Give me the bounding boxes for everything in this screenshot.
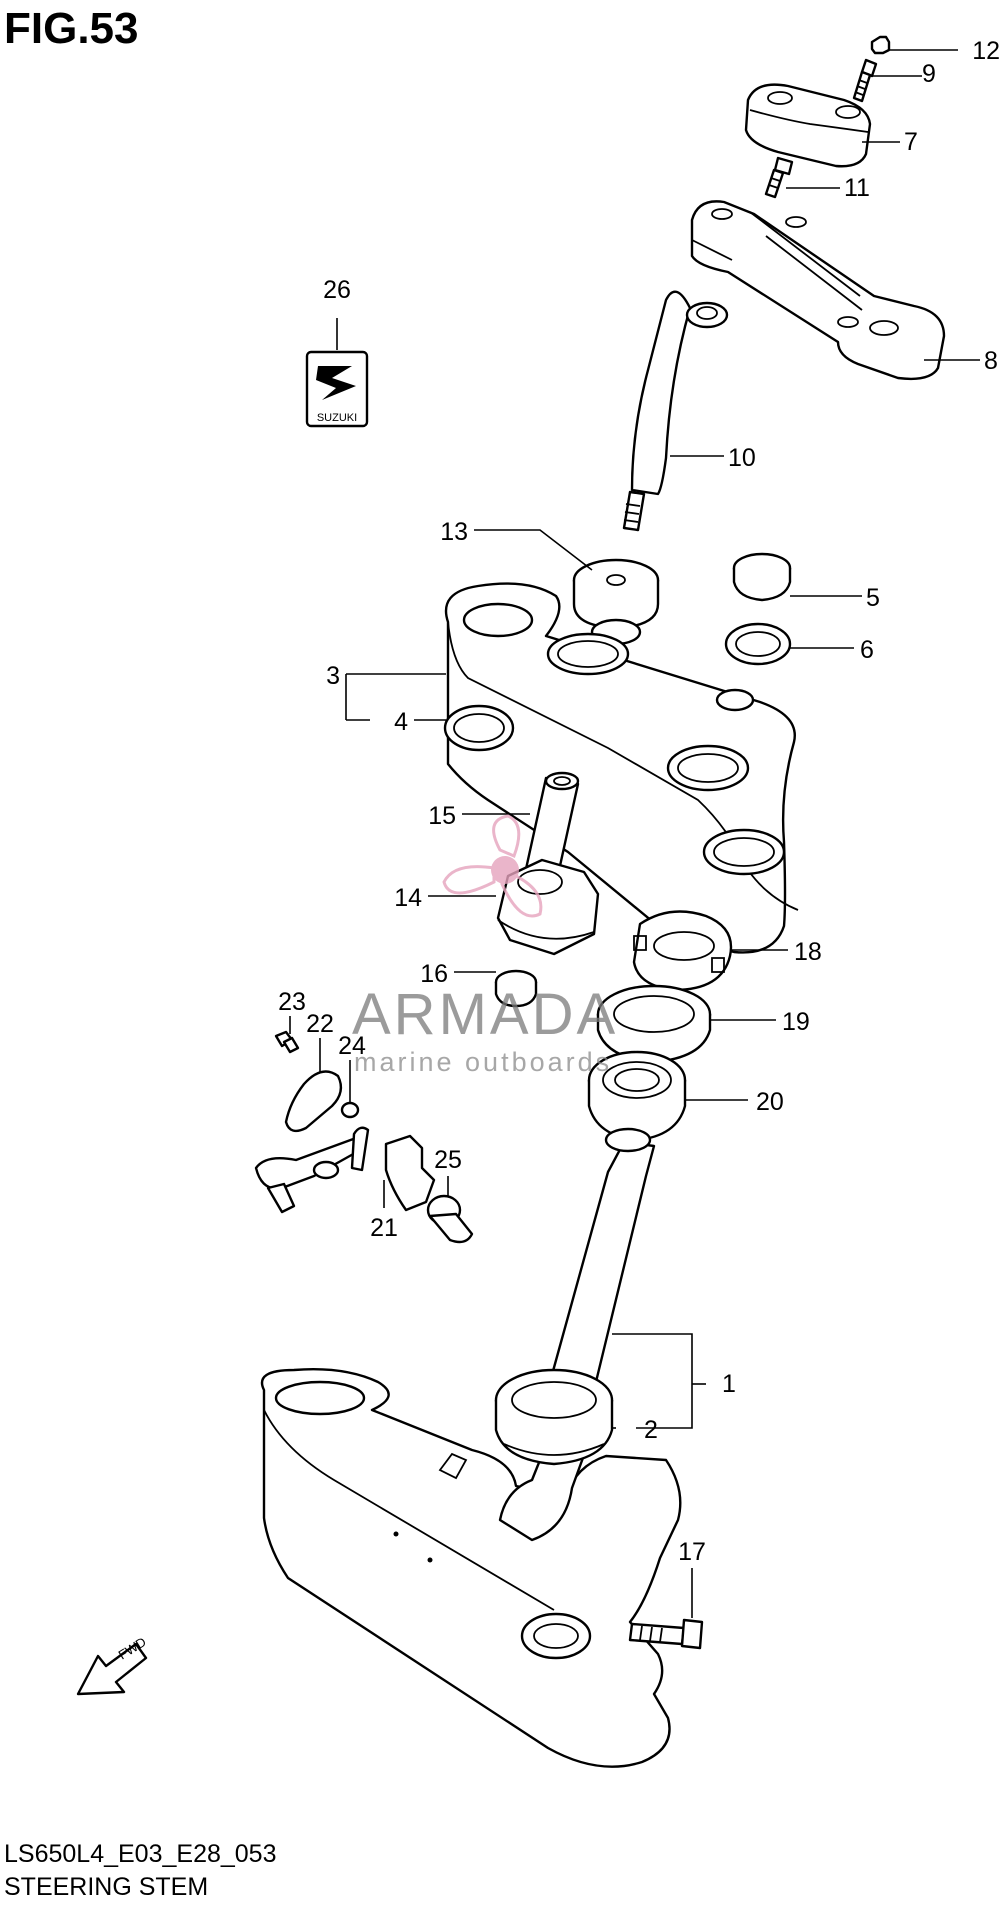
part-14-nut: [496, 858, 600, 956]
part-23-screw: [274, 1030, 300, 1054]
part-25-cap: [426, 1194, 474, 1244]
figure-name: STEERING STEM: [4, 1873, 209, 1901]
part-13-damper: [572, 558, 660, 646]
part-18-steering-stem-nut: [632, 910, 733, 992]
part-5-cap: [732, 552, 792, 602]
part-12-cap: [870, 35, 891, 55]
part-19-dust-seal: [596, 984, 712, 1064]
figure-code: LS650L4_E03_E28_053: [4, 1840, 277, 1868]
part-4-o-ring: [443, 704, 515, 752]
leader-lines: [289, 49, 980, 1618]
callout-21: 21: [370, 1214, 398, 1242]
part-9-bolt: [852, 58, 878, 103]
callout-12: 12: [972, 37, 1000, 65]
part-7-handlebar-holder-upper: [744, 83, 872, 168]
part-21-steering-lock: [254, 1126, 436, 1214]
callout-25: 25: [434, 1146, 462, 1174]
callout-23: 23: [278, 988, 306, 1016]
callout-4: 4: [394, 708, 408, 736]
part-16-plug: [494, 969, 538, 1008]
callout-15: 15: [428, 802, 456, 830]
callout-7: 7: [904, 128, 918, 156]
callout-labels: 12 9 7 11 8 26 10 13 5 6 3 4 15 14 16 18…: [278, 37, 1000, 1566]
callout-16: 16: [420, 960, 448, 988]
callout-13: 13: [440, 518, 468, 546]
watermark-brand: ARMADA: [352, 982, 618, 1047]
emblem-text: SUZUKI: [317, 412, 357, 424]
part-1-steering-stem-lower-bracket: [260, 1127, 682, 1768]
part-20-bearing: [587, 1050, 687, 1142]
callout-6: 6: [860, 636, 874, 664]
watermark-logo-icon: [442, 814, 543, 918]
part-10-handlebar: [622, 290, 729, 532]
part-6-washer: [724, 622, 792, 666]
callout-14: 14: [394, 884, 422, 912]
part-11-bolt: [764, 156, 794, 199]
callout-20: 20: [756, 1088, 784, 1116]
part-8-handlebar-holder-lower: [690, 200, 946, 381]
watermark-tagline: marine outboards: [354, 1047, 612, 1077]
callout-2: 2: [644, 1416, 658, 1444]
callout-11: 11: [844, 174, 870, 202]
part-24-washer: [340, 1101, 360, 1119]
callout-5: 5: [866, 584, 880, 612]
callout-9: 9: [922, 60, 936, 88]
callout-26: 26: [323, 276, 351, 304]
callout-3: 3: [326, 662, 340, 690]
figure-title: FIG.53: [4, 4, 139, 53]
callout-17: 17: [678, 1538, 706, 1566]
fwd-arrow-icon: FWD: [76, 1634, 149, 1696]
part-2-bearing: [494, 1368, 614, 1466]
callout-8: 8: [984, 347, 998, 375]
watermark: ARMADA marine outboards: [352, 814, 618, 1077]
part-22-bracket: [284, 1070, 343, 1133]
part-17-bolt: [628, 1618, 704, 1650]
callout-22: 22: [306, 1010, 334, 1038]
callout-24: 24: [338, 1032, 366, 1060]
part-26-emblem: SUZUKI: [305, 350, 369, 428]
callout-18: 18: [794, 938, 822, 966]
callout-19: 19: [782, 1008, 810, 1036]
callout-10: 10: [728, 444, 756, 472]
callout-1: 1: [722, 1370, 736, 1398]
